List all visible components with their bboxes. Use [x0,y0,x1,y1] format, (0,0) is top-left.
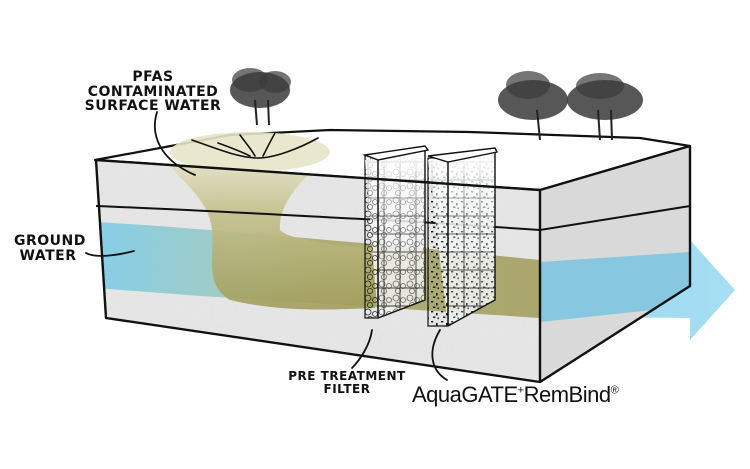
brand-rembind: RemBind [523,382,611,407]
leader-lines [85,111,448,381]
registered-mark: ® [610,384,619,397]
brand-plus: + [517,384,524,397]
tree-right-2-icon [567,73,643,141]
groundwater-band-side [540,252,690,322]
pfas-surface-water-label: PFAS CONTAMINATED SURFACE WATER [78,70,228,114]
label-line: WATER [19,247,77,264]
aquagate-rembind-barrier [427,147,499,327]
label-line: SURFACE WATER [84,98,222,115]
label-line: PRE TREATMENT [288,369,406,383]
groundwater-label: GROUND WATER [14,233,86,264]
label-line: GROUND [14,233,86,249]
pre-treatment-filter [362,145,430,319]
tree-right-1-icon [498,71,568,141]
surface-flow-lines [191,132,319,159]
pre-treatment-filter-label: PRE TREATMENT FILTER [282,370,412,395]
aquagate-rembind-label: AquaGATE+RemBind® [412,383,652,406]
tree-left-icon [230,68,291,126]
brand-aquagate: AquaGATE [412,382,518,407]
label-line: FILTER [323,381,371,396]
surface-depression [170,132,330,172]
label-line: CONTAMINATED [87,83,219,100]
block-outline [94,144,692,384]
contaminant-plume [165,160,378,310]
label-line: PFAS [132,69,174,85]
trees [230,68,643,141]
